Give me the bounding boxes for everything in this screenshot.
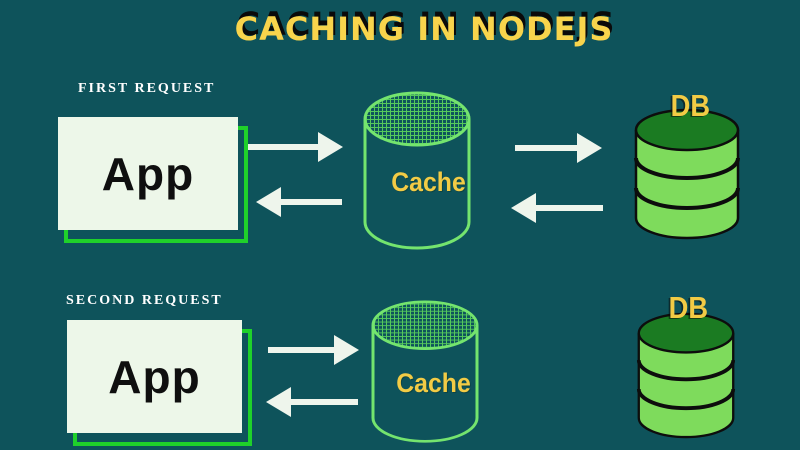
app-node-second: App (67, 320, 242, 433)
db-node-label: DB (670, 88, 711, 123)
cache-cylinder-icon (371, 300, 479, 443)
cache-node-label: Cache (391, 167, 466, 197)
app-node-label: App (108, 350, 201, 403)
cache-node-label: Cache (396, 368, 471, 398)
arrow-cache-to-db-first (515, 145, 577, 151)
app-node-label: App (101, 147, 195, 200)
db-cylinder-icon (636, 312, 736, 439)
arrow-cache-to-app-first (281, 199, 342, 205)
arrow-db-to-cache-first (536, 205, 603, 211)
first-request-label: FIRST REQUEST (78, 81, 216, 96)
arrow-cache-to-app-second (291, 399, 358, 405)
app-node-first: App (58, 117, 238, 230)
db-cylinder-icon (634, 108, 740, 240)
page-title: CACHING IN NODEJS (234, 10, 614, 48)
db-node-label: DB (668, 290, 709, 325)
arrow-app-to-cache-second (268, 347, 334, 353)
arrow-app-to-cache-first (248, 144, 318, 150)
cache-cylinder-icon (363, 91, 471, 250)
second-request-label: SECOND REQUEST (66, 293, 223, 308)
